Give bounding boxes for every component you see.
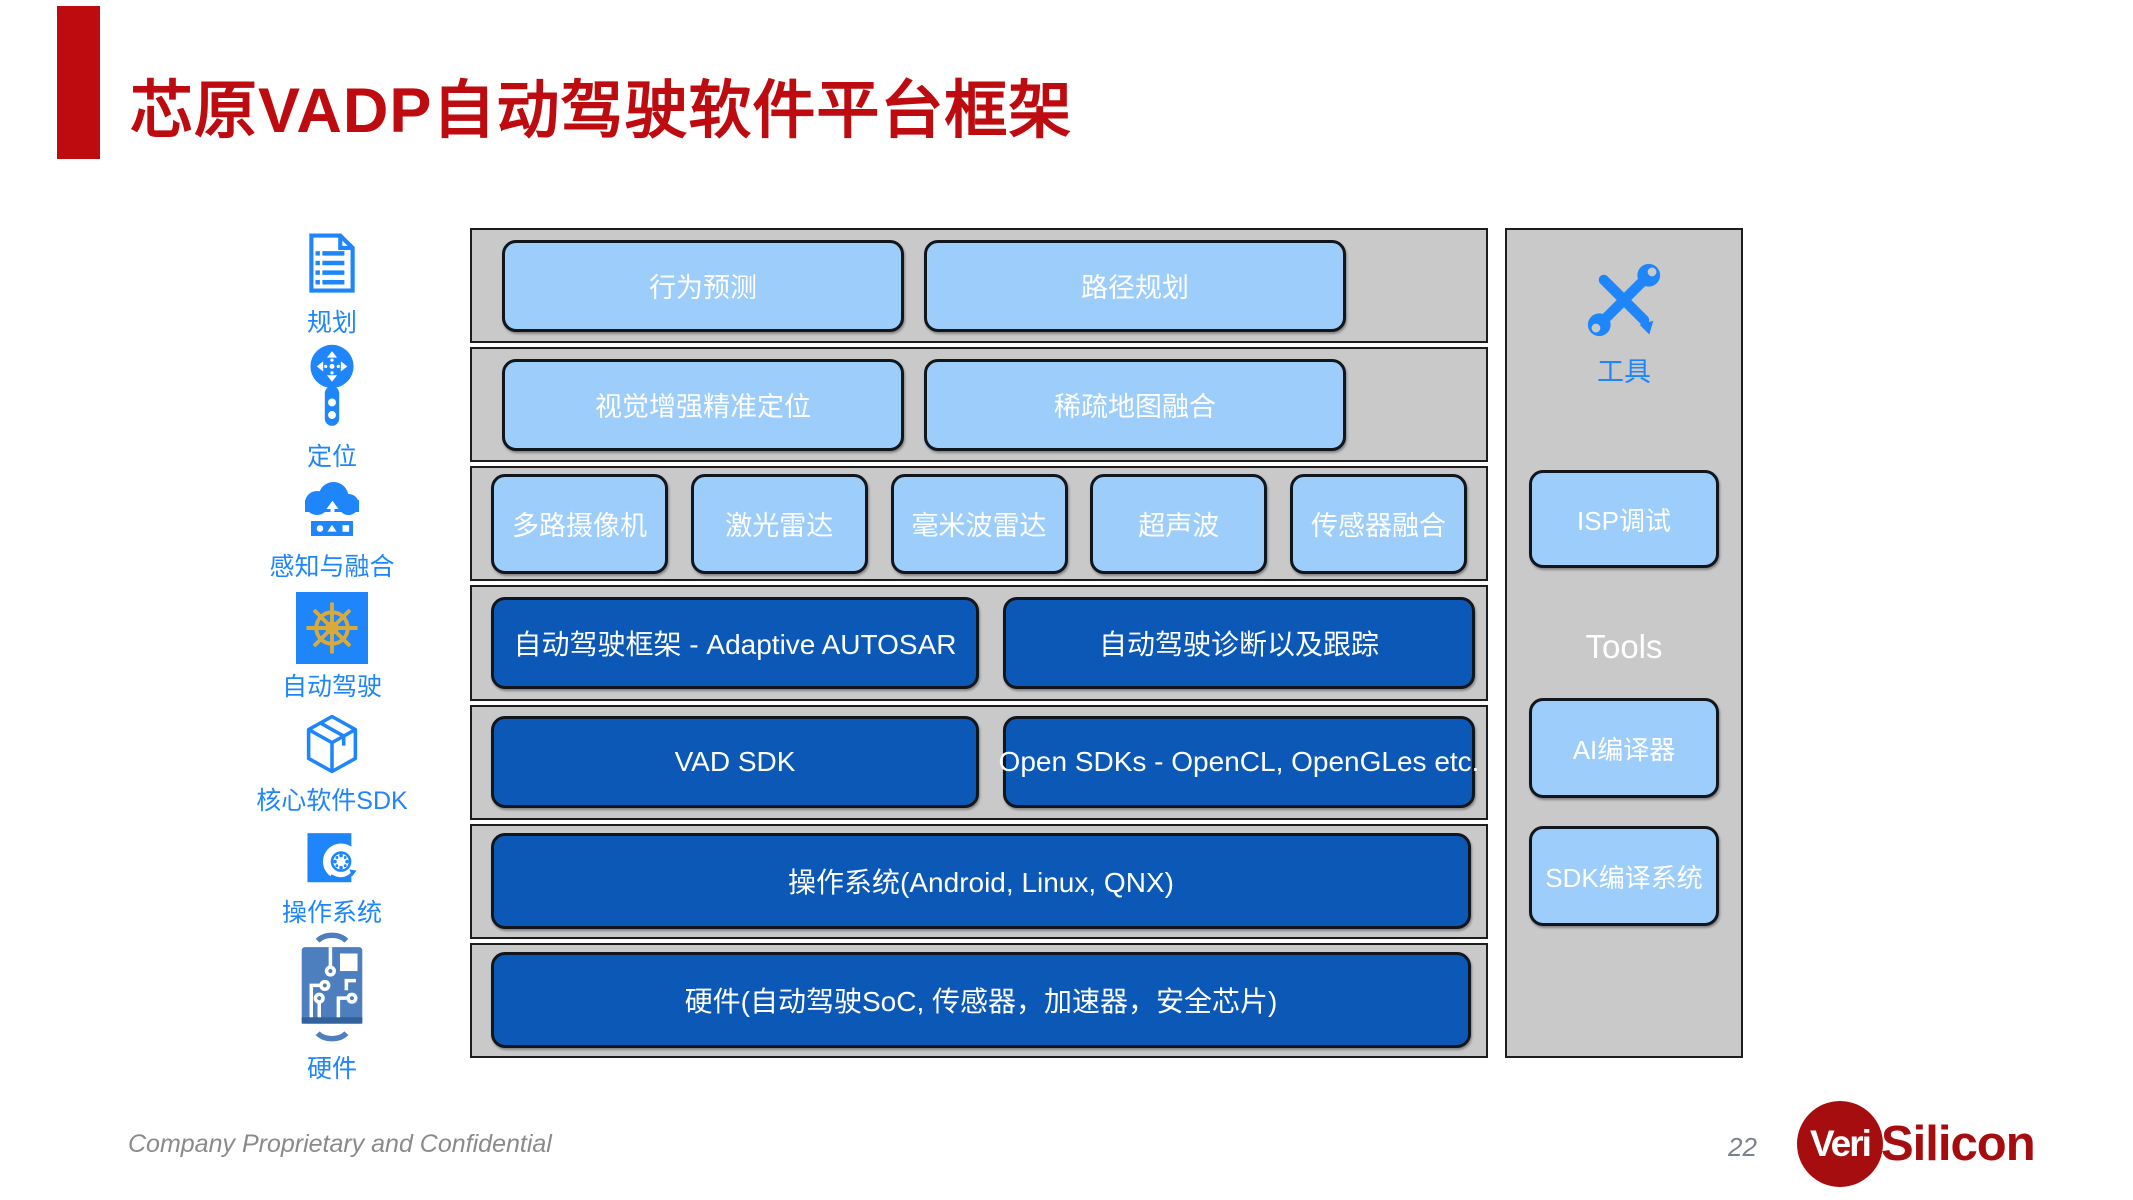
diagram-box: Open SDKs - OpenCL, OpenGLes etc.: [999, 716, 1479, 809]
perception-cloud-icon: [232, 480, 432, 544]
left-category-sidebar: 规划定位感知与融合自动驾驶核心软件SDK 操作系统硬件: [232, 0, 432, 1200]
os-disc-icon: [232, 828, 432, 890]
diagram-row-1: 视觉增强精准定位稀疏地图融合: [470, 347, 1488, 463]
planning-document-icon: [232, 226, 432, 300]
diagram-box: 稀疏地图融合: [924, 358, 1346, 451]
platform-diagram: 行为预测路径规划视觉增强精准定位稀疏地图融合多路摄像机激光雷达毫米波雷达超声波传…: [470, 228, 1488, 1058]
verisilicon-logo-circle: Veri: [1797, 1101, 1883, 1187]
sidebar-item-6: 硬件: [232, 928, 432, 1085]
sidebar-item-label: 定位: [306, 443, 357, 471]
diagram-box: 多路摄像机: [491, 473, 668, 574]
sidebar-item-0: 规划: [232, 226, 432, 339]
page-title: 芯原VADP自动驾驶软件平台框架: [130, 76, 1073, 146]
core-sdk-cube-icon: [232, 710, 432, 778]
page-number: 22: [1728, 1132, 1757, 1162]
tools-panel-box: SDK编译系统: [1529, 826, 1719, 926]
verisilicon-logo-text: Silicon: [1881, 1117, 2036, 1171]
diagram-box: 自动驾驶诊断以及跟踪: [1003, 596, 1475, 689]
diagram-box: 超声波: [1090, 473, 1268, 574]
tools-panel-heading: Tools: [1585, 628, 1663, 665]
sidebar-item-5: 操作系统: [232, 828, 432, 929]
tools-panel-box: ISP调试: [1529, 470, 1719, 568]
tools-panel-label: 工具: [1597, 357, 1651, 387]
sidebar-item-label: 感知与融合: [269, 553, 395, 581]
diagram-row-0: 行为预测路径规划: [470, 228, 1488, 344]
sidebar-item-label: 规划: [306, 309, 357, 337]
diagram-box: 路径规划: [924, 239, 1346, 332]
hardware-circuit-icon: [232, 928, 432, 1046]
diagram-box: 激光雷达: [690, 473, 868, 574]
tools-panel-box: AI编译器: [1529, 698, 1719, 798]
diagram-box: 毫米波雷达: [890, 473, 1068, 574]
diagram-row-5: 操作系统(Android, Linux, QNX): [470, 823, 1488, 939]
title-accent-bar: [57, 6, 100, 159]
diagram-box: 视觉增强精准定位: [502, 358, 904, 451]
confidential-note: Company Proprietary and Confidential: [128, 1130, 552, 1158]
diagram-box: 行为预测: [502, 239, 904, 332]
sidebar-item-label: 自动驾驶: [281, 673, 382, 701]
sidebar-item-1: 定位: [232, 342, 432, 473]
sidebar-item-label: 硬件: [306, 1055, 357, 1083]
diagram-row-3: 自动驾驶框架 - Adaptive AUTOSAR 自动驾驶诊断以及跟踪: [470, 585, 1488, 701]
diagram-box: 硬件(自动驾驶SoC, 传感器，加速器，安全芯片): [491, 952, 1471, 1049]
sidebar-item-label: 核心软件SDK: [256, 787, 408, 815]
diagram-box: 自动驾驶框架 - Adaptive AUTOSAR: [491, 596, 979, 689]
verisilicon-logo: Veri Silicon: [1797, 1101, 2036, 1187]
localization-joystick-icon: [232, 342, 432, 434]
sidebar-item-2: 感知与融合: [232, 480, 432, 583]
diagram-row-6: 硬件(自动驾驶SoC, 传感器，加速器，安全芯片): [470, 942, 1488, 1058]
diagram-box: VAD SDK: [491, 716, 979, 809]
sidebar-item-4: 核心软件SDK: [232, 710, 432, 817]
sidebar-item-label: 操作系统: [281, 899, 382, 927]
crossed-tools-icon: [1579, 256, 1669, 344]
diagram-box: 传感器融合: [1290, 473, 1467, 574]
diagram-box: 操作系统(Android, Linux, QNX): [491, 833, 1471, 930]
sidebar-item-3: 自动驾驶: [232, 592, 432, 703]
diagram-row-2: 多路摄像机激光雷达毫米波雷达超声波传感器融合: [470, 466, 1488, 582]
autodrive-helm-icon: [232, 592, 432, 664]
